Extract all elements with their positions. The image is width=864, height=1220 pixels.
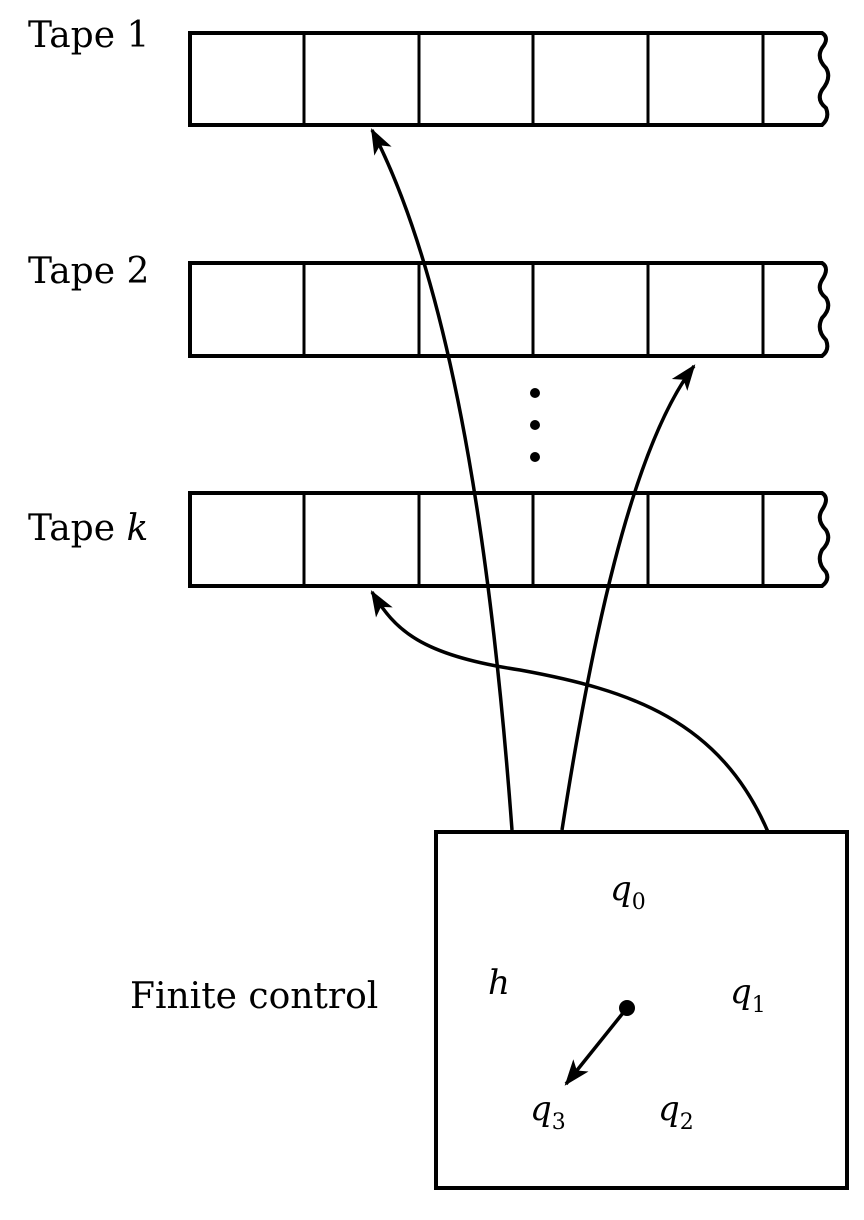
tape-1-border: [188, 31, 831, 127]
state-q2: q2: [658, 1089, 694, 1135]
ellipsis-dot: [530, 420, 540, 430]
vertical-ellipsis: [530, 388, 540, 462]
ellipsis-dot: [530, 452, 540, 462]
finite-control-box: [434, 830, 849, 1190]
tape-1: Tape 1: [28, 15, 831, 127]
tape-2: Tape 2: [28, 251, 831, 358]
head-arrow-tape-2: [560, 364, 696, 831]
finite-control-label: Finite control: [130, 976, 378, 1017]
finite-control: Finite control q0 q1 q2 q3 h: [130, 830, 849, 1190]
state-q0: q0: [610, 869, 646, 915]
state-pointer-arrow: [564, 1006, 629, 1086]
tape-1-label: Tape 1: [28, 15, 149, 56]
tape-2-label: Tape 2: [28, 251, 149, 292]
state-h: h: [488, 963, 510, 1003]
tape-k-label: Tape k: [28, 508, 148, 549]
tape-k: Tape k: [28, 491, 831, 588]
head-arrow-tape-k: [370, 590, 770, 833]
tape-k-border: [188, 491, 831, 588]
ellipsis-dot: [530, 388, 540, 398]
tape-2-border: [188, 261, 831, 358]
state-q1: q1: [730, 972, 766, 1018]
head-arrow-tape-1: [370, 128, 514, 831]
state-q3: q3: [530, 1089, 566, 1135]
